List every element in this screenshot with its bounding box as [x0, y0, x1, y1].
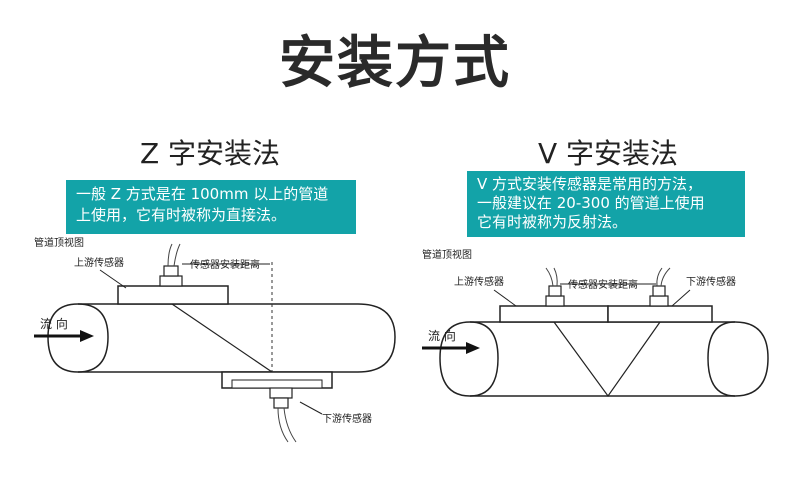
v-method-note: V 方式安装传感器是常用的方法， 一般建议在 20-300 的管道上使用 它有时…	[467, 171, 745, 237]
z-upstream-leader	[99, 269, 127, 289]
page-title: 安装方式	[279, 31, 511, 96]
z-downstream-cable	[277, 407, 297, 443]
z-view-label: 管道顶视图	[34, 236, 84, 249]
v-upstream-leader	[493, 289, 517, 307]
v-pipe	[439, 321, 769, 397]
z-method-heading: Z 字安装法	[139, 137, 281, 170]
z-flow-label: 流 向	[40, 316, 68, 331]
v-method-heading: V 字安装法	[537, 137, 679, 170]
v-diagram: 管道顶视图 上游传感器 下游传感器 传感器安装距离 流 向	[422, 248, 769, 398]
z-distance-label: 传感器安装距离	[190, 258, 260, 271]
z-note-line-2: 上使用，它有时被称为直接法。	[76, 206, 287, 224]
v-downstream-label: 下游传感器	[686, 275, 736, 288]
z-upstream-sensor-block	[117, 285, 229, 305]
v-signal-path	[553, 321, 661, 398]
v-note-line-1: V 方式安装传感器是常用的方法，	[477, 175, 703, 193]
v-downstream-cable	[656, 267, 671, 287]
z-upstream-connector	[163, 265, 179, 277]
z-downstream-sensor-head	[269, 387, 293, 399]
v-pipe-end-left	[469, 321, 499, 397]
z-upstream-sensor-head	[159, 275, 183, 287]
z-upstream-label: 上游传感器	[74, 256, 124, 269]
v-view-label: 管道顶视图	[422, 248, 472, 261]
v-upstream-connector	[548, 285, 562, 297]
v-flow-label: 流 向	[428, 328, 456, 343]
z-downstream-leader	[299, 401, 323, 415]
v-downstream-connector	[652, 285, 666, 297]
v-pipe-end-right	[707, 321, 736, 397]
z-pipe-end-left	[77, 303, 109, 373]
z-diagram: 管道顶视图 上游传感器 传感器安装距离 下游传感器 流 向	[34, 236, 396, 443]
z-signal-path	[171, 303, 273, 373]
v-flow-arrow-head	[466, 342, 480, 354]
z-note-line-1: 一般 Z 方式是在 100mm 以上的管道	[76, 185, 329, 203]
z-flow-arrow-head	[80, 330, 94, 342]
v-note-line-2: 一般建议在 20-300 的管道上使用	[477, 194, 705, 212]
z-downstream-sensor-base	[231, 379, 323, 389]
z-downstream-label: 下游传感器	[322, 412, 372, 425]
v-distance-label: 传感器安装距离	[568, 278, 638, 291]
z-upstream-cable	[167, 243, 181, 267]
z-downstream-connector	[273, 397, 289, 409]
v-upstream-cable	[545, 267, 558, 287]
v-downstream-sensor-head	[649, 295, 669, 307]
v-downstream-leader	[671, 289, 691, 307]
v-upstream-sensor-block	[499, 305, 609, 323]
v-downstream-sensor-block	[607, 305, 713, 323]
z-method-note: 一般 Z 方式是在 100mm 以上的管道 上使用，它有时被称为直接法。	[66, 180, 356, 234]
v-upstream-sensor-head	[545, 295, 565, 307]
v-upstream-label: 上游传感器	[454, 275, 504, 288]
v-note-line-3: 它有时被称为反射法。	[477, 213, 628, 231]
